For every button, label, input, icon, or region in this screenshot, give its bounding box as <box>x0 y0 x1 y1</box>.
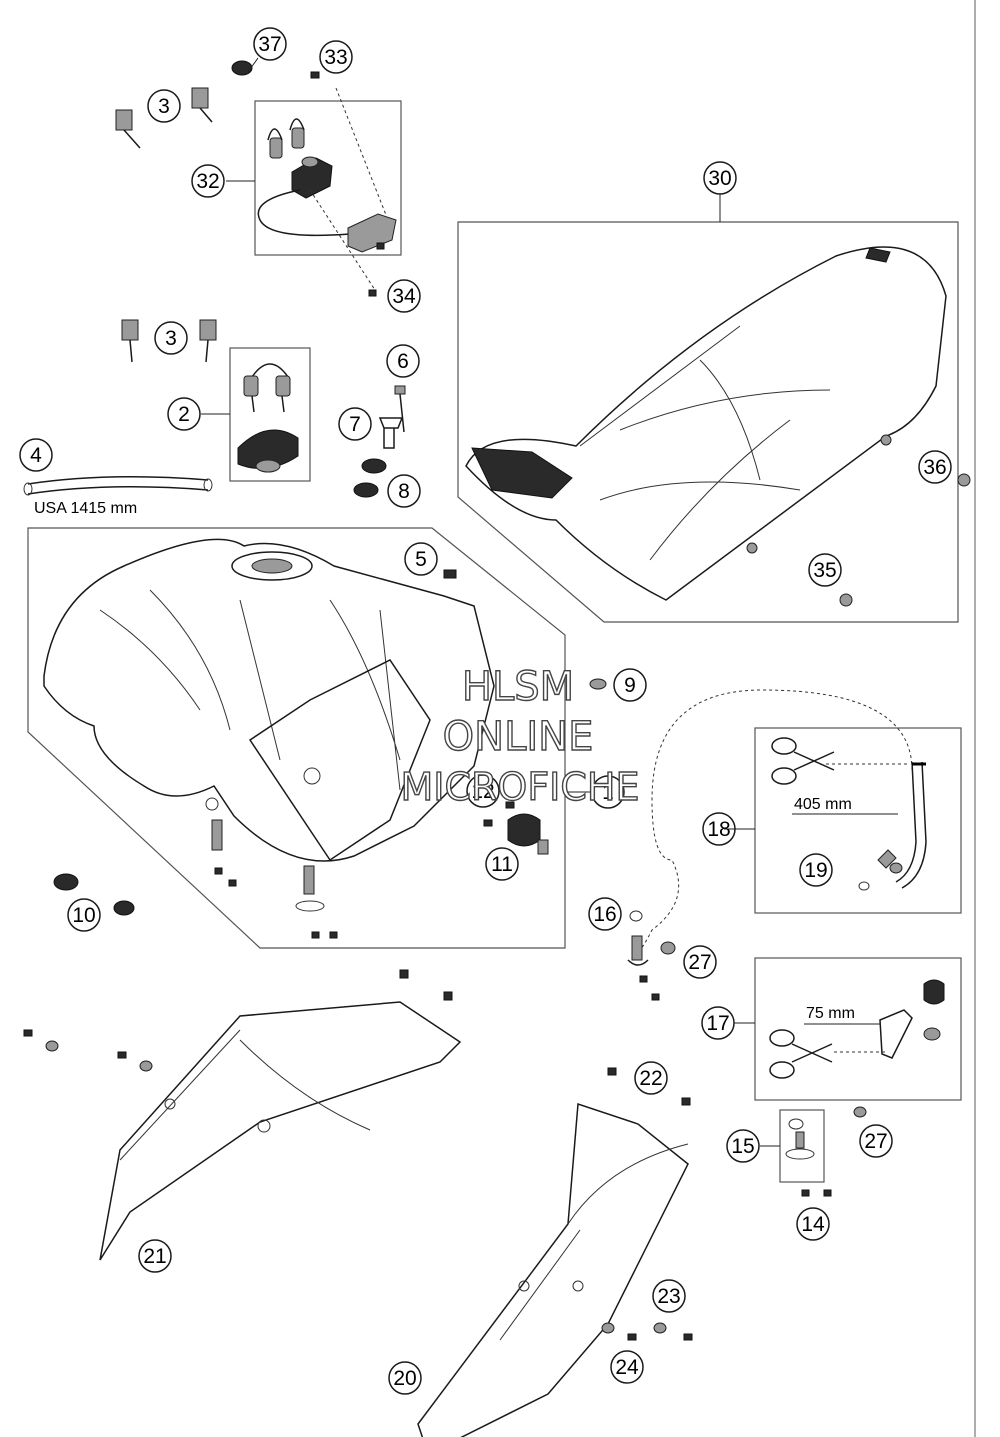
svg-text:22: 22 <box>639 1067 662 1090</box>
side-panel-left-part <box>23 969 462 1261</box>
hose-405-group-frame <box>754 727 962 914</box>
svg-text:HLSM: HLSM <box>462 664 574 710</box>
svg-text:11: 11 <box>491 853 513 876</box>
svg-text:2: 2 <box>178 403 190 426</box>
vent-hose-part <box>23 476 213 496</box>
svg-text:3: 3 <box>158 95 170 118</box>
callout-22: 22 <box>634 1061 668 1095</box>
fuel-tap-part <box>627 910 867 1197</box>
svg-text:20: 20 <box>393 1367 416 1390</box>
callout-6: 6 <box>386 344 420 378</box>
side-panel-right-part <box>417 1067 693 1437</box>
svg-text:ONLINE: ONLINE <box>443 714 594 760</box>
callout-7: 7 <box>338 407 372 441</box>
callout-14: 14 <box>796 1207 830 1241</box>
callout-37: 37 <box>253 27 287 61</box>
callout-11: 11 <box>485 847 519 881</box>
svg-text:12: 12 <box>471 780 494 803</box>
svg-text:33: 33 <box>324 46 347 69</box>
svg-text:14: 14 <box>801 1213 825 1236</box>
callout-2: 2 <box>167 397 201 431</box>
watermark: HLSM ONLINE MICROFICHE <box>400 663 640 809</box>
callout-8: 8 <box>387 474 421 508</box>
callout-27: 27 <box>683 945 717 979</box>
callout-21: 21 <box>138 1239 172 1273</box>
bolt-9-part <box>589 678 607 690</box>
bolt-10-part <box>53 873 135 916</box>
svg-text:30: 30 <box>708 167 731 190</box>
fuel-cap-part <box>121 319 299 473</box>
callout-4: 4 <box>19 438 53 472</box>
tank-group-frame <box>27 527 566 949</box>
svg-text:32: 32 <box>196 170 219 193</box>
hose-75-label: 75 mm <box>806 1005 855 1022</box>
svg-text:4: 4 <box>30 444 42 467</box>
svg-text:19: 19 <box>804 859 827 882</box>
lock-group-frame <box>254 100 402 256</box>
scissors-icon <box>771 737 835 785</box>
callout-15: 15 <box>726 1129 760 1163</box>
callout-18: 18 <box>702 812 736 846</box>
callout-30: 30 <box>703 161 737 195</box>
scissors-icon <box>769 1029 833 1079</box>
svg-text:18: 18 <box>707 818 730 841</box>
callout-3: 3 <box>147 89 181 123</box>
seat-group-frame <box>457 221 959 623</box>
ignition-lock-part <box>231 57 397 297</box>
svg-text:34: 34 <box>392 285 416 308</box>
svg-text:10: 10 <box>72 904 95 927</box>
fuel-line-part <box>631 689 913 961</box>
svg-text:9: 9 <box>624 674 636 697</box>
hose-405-label: 405 mm <box>794 796 852 813</box>
hose-405-contents <box>792 761 927 891</box>
svg-text:1: 1 <box>602 781 614 804</box>
callout-34: 34 <box>387 279 421 313</box>
screw-set-part <box>353 385 406 498</box>
svg-text:35: 35 <box>813 559 836 582</box>
svg-text:23: 23 <box>657 1285 680 1308</box>
usa-length-label: USA 1415 mm <box>34 500 137 517</box>
svg-text:MICROFICHE: MICROFICHE <box>400 765 639 809</box>
callout-23: 23 <box>652 1279 686 1313</box>
callout-35: 35 <box>808 553 842 587</box>
svg-text:27: 27 <box>864 1130 887 1153</box>
callout-5: 5 <box>404 542 438 576</box>
leader-lines <box>201 180 780 1147</box>
key-icon <box>115 87 213 149</box>
callout-19: 19 <box>799 853 833 887</box>
svg-text:36: 36 <box>923 456 946 479</box>
callout-24: 24 <box>610 1350 644 1384</box>
svg-text:24: 24 <box>615 1356 639 1379</box>
callout-33: 33 <box>319 40 353 74</box>
fuel-tank-part <box>43 538 549 939</box>
callout-17: 17 <box>701 1006 735 1040</box>
callout-3: 3 <box>154 321 188 355</box>
callout-16: 16 <box>588 897 622 931</box>
svg-text:7: 7 <box>349 413 361 436</box>
svg-text:3: 3 <box>165 327 177 350</box>
hose-75-group-frame <box>754 957 962 1101</box>
svg-text:21: 21 <box>143 1245 166 1268</box>
callout-36: 36 <box>918 450 952 484</box>
callout-32: 32 <box>191 164 225 198</box>
seat-part <box>465 246 971 607</box>
svg-text:5: 5 <box>415 548 427 571</box>
callout-9: 9 <box>613 668 647 702</box>
svg-text:8: 8 <box>398 480 410 503</box>
hose-75-contents <box>804 979 945 1059</box>
callout-12: 12 <box>466 774 500 808</box>
callout-1: 1 <box>591 775 625 809</box>
svg-text:16: 16 <box>593 903 616 926</box>
callout-27: 27 <box>859 1124 893 1158</box>
callout-20: 20 <box>388 1361 422 1395</box>
svg-text:15: 15 <box>731 1135 754 1158</box>
callout-10: 10 <box>67 898 101 932</box>
svg-text:27: 27 <box>688 951 711 974</box>
svg-text:37: 37 <box>258 33 281 56</box>
svg-text:6: 6 <box>397 350 409 373</box>
svg-text:17: 17 <box>706 1012 729 1035</box>
